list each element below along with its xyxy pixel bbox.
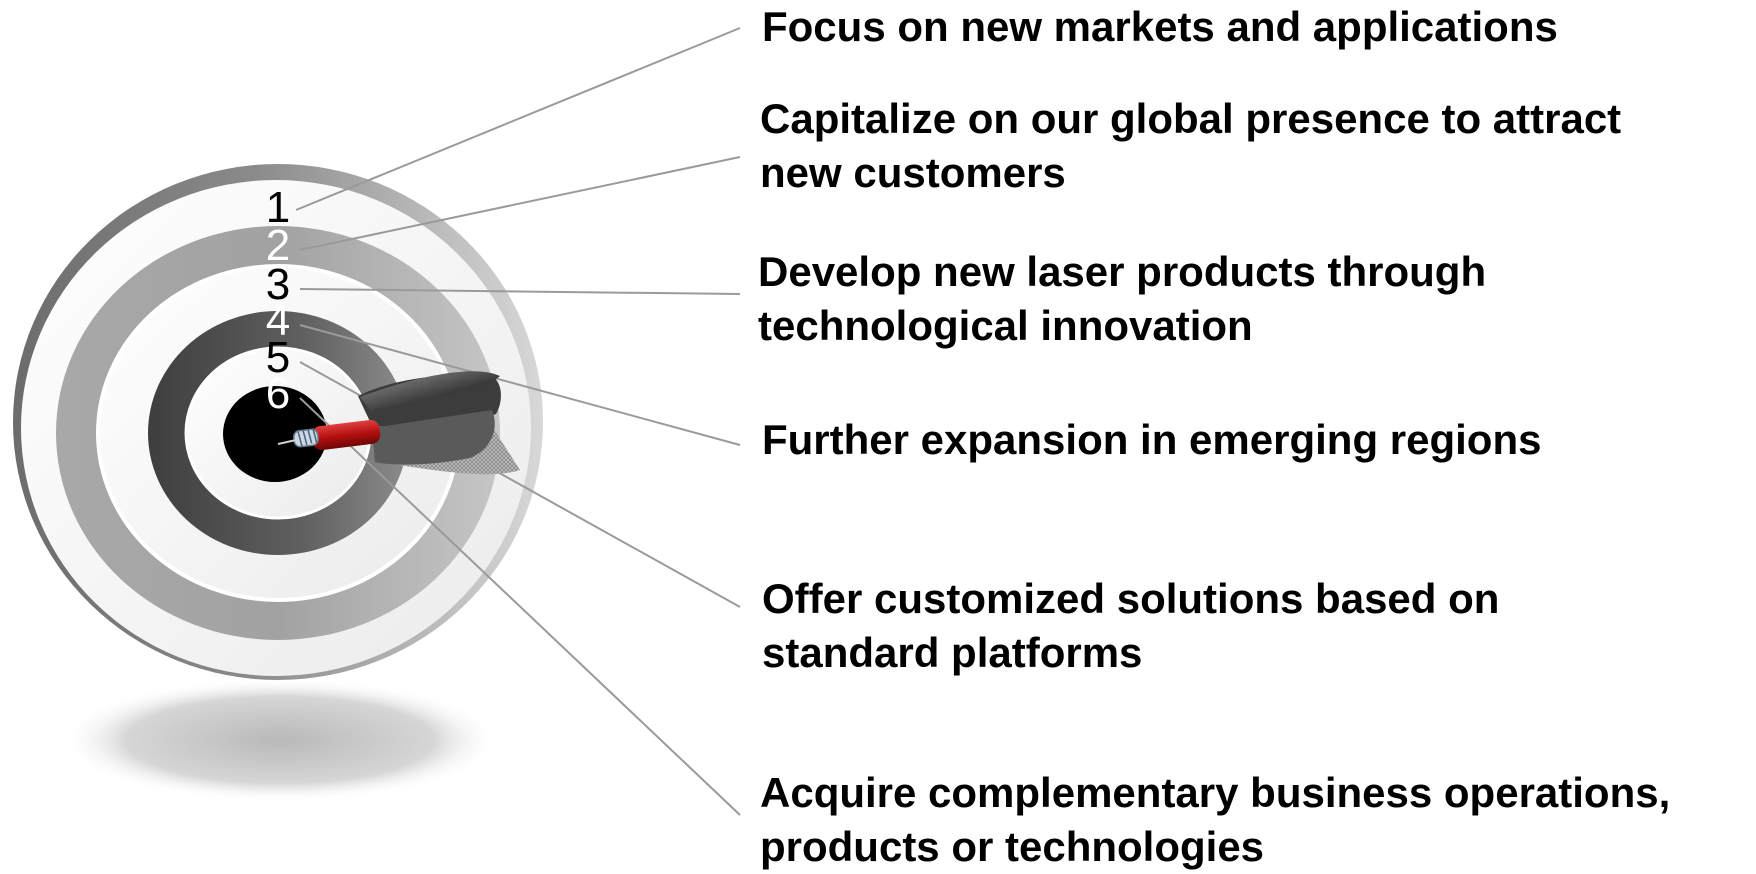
statement-5-line-1: Offer customized solutions based on bbox=[762, 575, 1500, 622]
ring-number-6: 6 bbox=[266, 369, 290, 418]
ring-number-2: 2 bbox=[266, 221, 290, 270]
statement-1: Focus on new markets and applications bbox=[762, 0, 1558, 54]
ring-number-5: 5 bbox=[266, 333, 290, 382]
dart-needle bbox=[277, 439, 297, 445]
dart-grip-rings bbox=[297, 427, 318, 447]
statement-4: Further expansion in emerging regions bbox=[762, 413, 1541, 467]
leader-line-4 bbox=[299, 324, 741, 446]
dart-shaft bbox=[311, 419, 381, 451]
statement-3: Develop new laser products through techn… bbox=[758, 245, 1486, 353]
statement-1-line-1: Focus on new markets and applications bbox=[762, 3, 1558, 50]
ring-number-3: 3 bbox=[266, 260, 290, 309]
leader-line-1 bbox=[295, 27, 741, 211]
board-shadow bbox=[60, 678, 500, 802]
ring-numbers: 1 2 3 4 5 6 bbox=[266, 183, 290, 418]
dart-flight-top bbox=[360, 371, 500, 410]
statement-2: Capitalize on our global presence to att… bbox=[760, 92, 1621, 200]
statement-6-line-2: products or technologies bbox=[760, 823, 1265, 870]
statement-3-line-1: Develop new laser products through bbox=[758, 248, 1487, 295]
bullseye bbox=[223, 386, 327, 482]
statement-5: Offer customized solutions based on stan… bbox=[762, 572, 1499, 680]
statement-6-line-1: Acquire complementary business operation… bbox=[760, 769, 1671, 816]
leader-line-2 bbox=[299, 156, 741, 251]
statement-3-line-2: technological innovation bbox=[758, 302, 1253, 349]
dart-flight-bottom bbox=[372, 410, 495, 465]
dart bbox=[277, 371, 520, 475]
statement-6: Acquire complementary business operation… bbox=[760, 766, 1670, 874]
ring-number-1: 1 bbox=[266, 183, 290, 232]
statement-2-line-1: Capitalize on our global presence to att… bbox=[760, 95, 1622, 142]
leader-line-6 bbox=[299, 397, 741, 816]
statement-4-line-1: Further expansion in emerging regions bbox=[762, 416, 1542, 463]
leader-line-3 bbox=[299, 288, 741, 295]
statement-5-line-2: standard platforms bbox=[762, 629, 1143, 676]
ring-number-4: 4 bbox=[266, 296, 290, 345]
statement-2-line-2: new customers bbox=[760, 149, 1066, 196]
